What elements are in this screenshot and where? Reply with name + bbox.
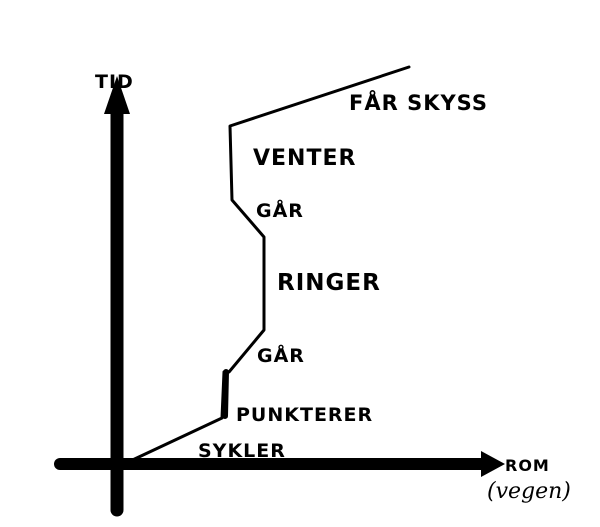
label-gar-lower: GÅR bbox=[257, 343, 305, 367]
label-sykler: SYKLER bbox=[198, 440, 286, 462]
time-axis-label: TID bbox=[95, 71, 134, 93]
label-venter: VENTER bbox=[253, 146, 356, 171]
label-punkterer: PUNKTERER bbox=[236, 404, 373, 426]
label-ringer: RINGER bbox=[277, 270, 381, 296]
space-axis-label: ROM bbox=[505, 456, 550, 475]
label-far-skyss: FÅR SKYSS bbox=[349, 90, 488, 115]
segment-labels: SYKLER PUNKTERER GÅR RINGER GÅR VENTER F… bbox=[198, 90, 488, 462]
label-gar-upper: GÅR bbox=[256, 198, 304, 222]
time-axis: TID bbox=[95, 71, 134, 517]
space-axis-sublabel: (vegen) bbox=[487, 479, 571, 504]
space-axis: ROM (vegen) bbox=[54, 451, 571, 504]
time-axis-arrowhead bbox=[104, 76, 130, 114]
space-axis-arrowhead bbox=[481, 451, 505, 477]
travel-path-thick-segment bbox=[222, 369, 229, 419]
